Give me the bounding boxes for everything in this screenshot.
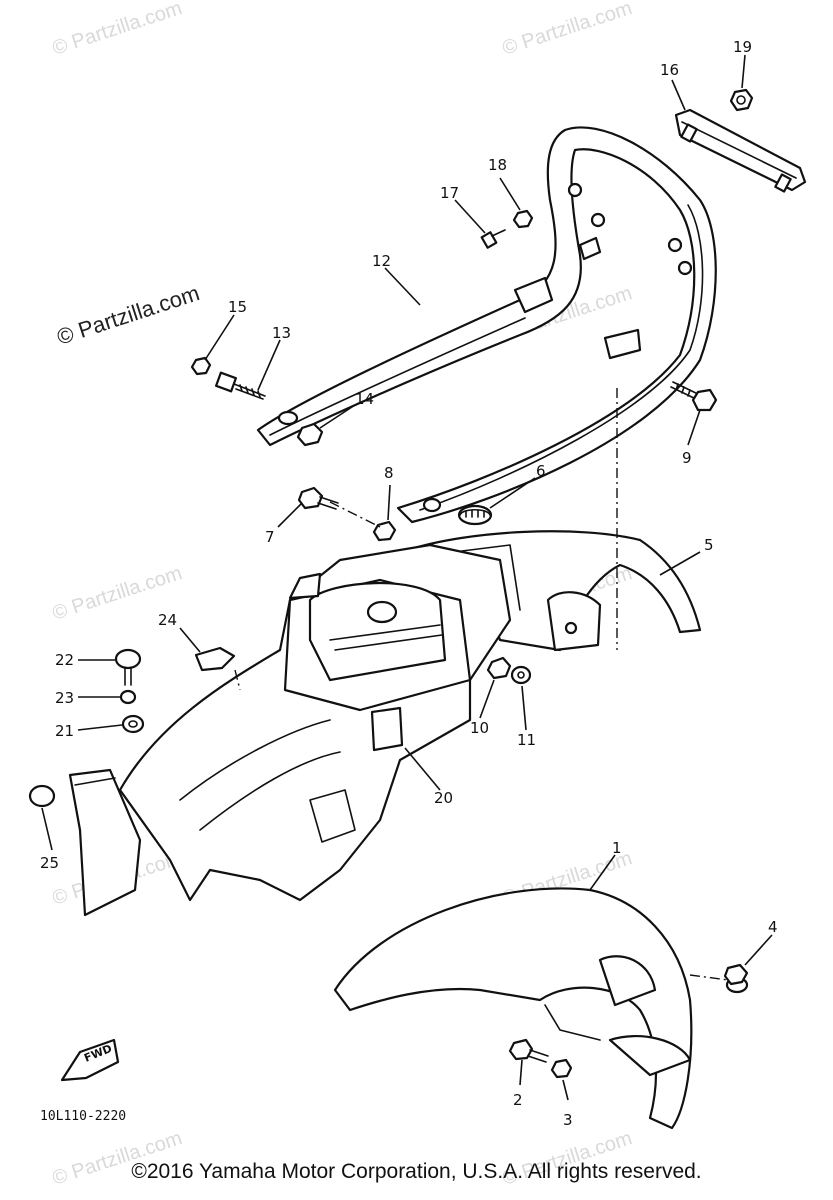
part-11-washer xyxy=(510,665,532,685)
part-2-bolt xyxy=(508,1038,549,1063)
callout-8: 8 xyxy=(384,464,394,482)
callout-11: 11 xyxy=(517,731,536,749)
callout-17: 17 xyxy=(440,184,459,202)
part-25-flap xyxy=(28,768,142,917)
callout-4: 4 xyxy=(768,918,778,936)
part-15-nut xyxy=(190,356,212,376)
callout-10: 10 xyxy=(470,719,489,737)
callout-1: 1 xyxy=(612,839,622,857)
part-10-nut xyxy=(486,656,512,680)
callout-19: 19 xyxy=(733,38,752,56)
callout-2: 2 xyxy=(513,1091,523,1109)
part-23-washer xyxy=(119,689,137,705)
copyright-footer: ©2016 Yamaha Motor Corporation, U.S.A. A… xyxy=(131,1160,702,1183)
part-8-nut xyxy=(372,520,397,542)
part-13-bolt xyxy=(214,371,266,400)
watermark: © Partzilla.com xyxy=(500,0,635,60)
callout-12: 12 xyxy=(372,252,391,270)
callout-15: 15 xyxy=(228,298,247,316)
part-1-front-fender xyxy=(333,887,693,1130)
part-14-collar xyxy=(296,422,324,447)
callout-25: 25 xyxy=(40,854,59,872)
callout-21: 21 xyxy=(55,722,74,740)
callout-22: 22 xyxy=(55,651,74,669)
part-4-bolt xyxy=(723,963,749,994)
callout-numbers: 1 2 3 4 5 6 7 8 9 10 11 12 13 14 15 16 1… xyxy=(40,38,778,1129)
callout-3: 3 xyxy=(563,1111,573,1129)
callout-7: 7 xyxy=(265,528,275,546)
fwd-arrow-badge: FWD xyxy=(60,1038,120,1082)
callout-24: 24 xyxy=(158,611,177,629)
callout-16: 16 xyxy=(660,61,679,79)
part-16-cover xyxy=(674,108,807,193)
callout-18: 18 xyxy=(488,156,507,174)
part-20-inner-fender xyxy=(118,543,512,902)
part-24-clip xyxy=(194,646,236,672)
callout-9: 9 xyxy=(682,449,692,467)
part-12-grab-bar xyxy=(256,126,717,524)
leader-lines xyxy=(41,54,773,1101)
callout-5: 5 xyxy=(704,536,714,554)
watermark-main: © Partzilla.com xyxy=(54,280,203,350)
part-9-bolt xyxy=(670,381,718,412)
assembly-lines xyxy=(234,388,729,981)
callout-23: 23 xyxy=(55,689,74,707)
part-7-bolt xyxy=(297,486,339,510)
callout-6: 6 xyxy=(536,462,546,480)
watermark: © Partzilla.com xyxy=(50,0,185,60)
part-17-bolt xyxy=(480,229,506,249)
part-18-nut xyxy=(512,209,534,229)
part-21-washer xyxy=(121,714,145,734)
callout-20: 20 xyxy=(434,789,453,807)
part-3-nut xyxy=(550,1058,573,1079)
callout-14: 14 xyxy=(355,390,374,408)
part-19-nut xyxy=(729,88,754,112)
callout-13: 13 xyxy=(272,324,291,342)
part-6-grommet xyxy=(457,504,493,526)
part-22-bolt xyxy=(114,648,142,686)
diagram-code: 10L110-2220 xyxy=(40,1109,126,1124)
